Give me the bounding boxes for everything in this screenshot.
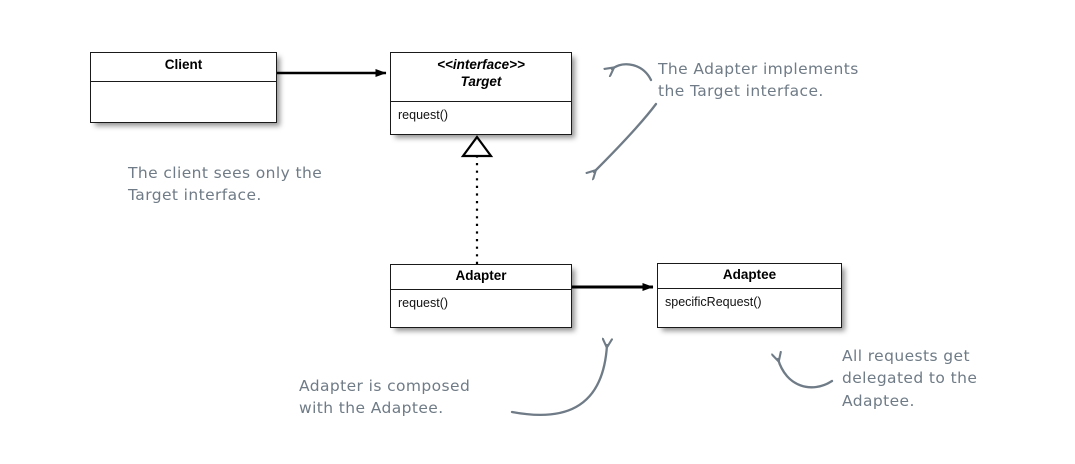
uml-class-adapter[interactable]: Adapter request() xyxy=(390,264,572,328)
uml-class-adaptee[interactable]: Adaptee specificRequest() xyxy=(657,263,842,328)
annotation-client-sees-target: The client sees only the Target interfac… xyxy=(128,164,323,205)
uml-class-target-members: request() xyxy=(391,102,571,128)
uml-class-adapter-divider xyxy=(391,289,571,290)
uml-class-adapter-members: request() xyxy=(391,290,571,316)
uml-class-target-stereotype: <<interface>> xyxy=(437,57,525,72)
pointer-curve-to-adaptee xyxy=(778,359,834,389)
uml-class-adapter-name: Adapter xyxy=(455,268,507,283)
uml-member: request() xyxy=(398,296,449,310)
uml-class-target-name: Target xyxy=(460,73,502,89)
uml-class-client-members xyxy=(91,82,276,94)
uml-member: specificRequest() xyxy=(665,295,762,309)
uml-class-target-divider xyxy=(391,101,571,102)
uml-class-client-name: Client xyxy=(164,57,203,72)
uml-class-target-title: <<interface>> Target xyxy=(391,53,571,101)
uml-class-adaptee-name: Adaptee xyxy=(722,267,777,282)
uml-class-adaptee-divider xyxy=(658,288,841,289)
annotation-requests-delegated-to-adaptee: All requests get delegated to the Adapte… xyxy=(842,347,978,410)
uml-class-adapter-title: Adapter xyxy=(391,265,571,289)
uml-class-adaptee-members: specificRequest() xyxy=(658,289,841,315)
connector-adapter-implements-target xyxy=(460,135,494,264)
uml-class-target[interactable]: <<interface>> Target request() xyxy=(390,52,572,135)
pointer-arrow-to-realization xyxy=(594,102,658,172)
annotation-adapter-implements-target: The Adapter implements the Target interf… xyxy=(658,60,859,101)
annotation-adapter-composed-with-adaptee: Adapter is composed with the Adaptee. xyxy=(299,377,471,418)
uml-class-client-title: Client xyxy=(91,53,276,81)
uml-member: request() xyxy=(398,108,449,122)
uml-class-client[interactable]: Client xyxy=(90,52,277,123)
pointer-curve-to-composition xyxy=(510,345,607,417)
uml-class-client-divider xyxy=(91,81,276,82)
uml-class-adaptee-title: Adaptee xyxy=(658,264,841,288)
pointer-hook-to-adapter-note xyxy=(612,63,653,82)
